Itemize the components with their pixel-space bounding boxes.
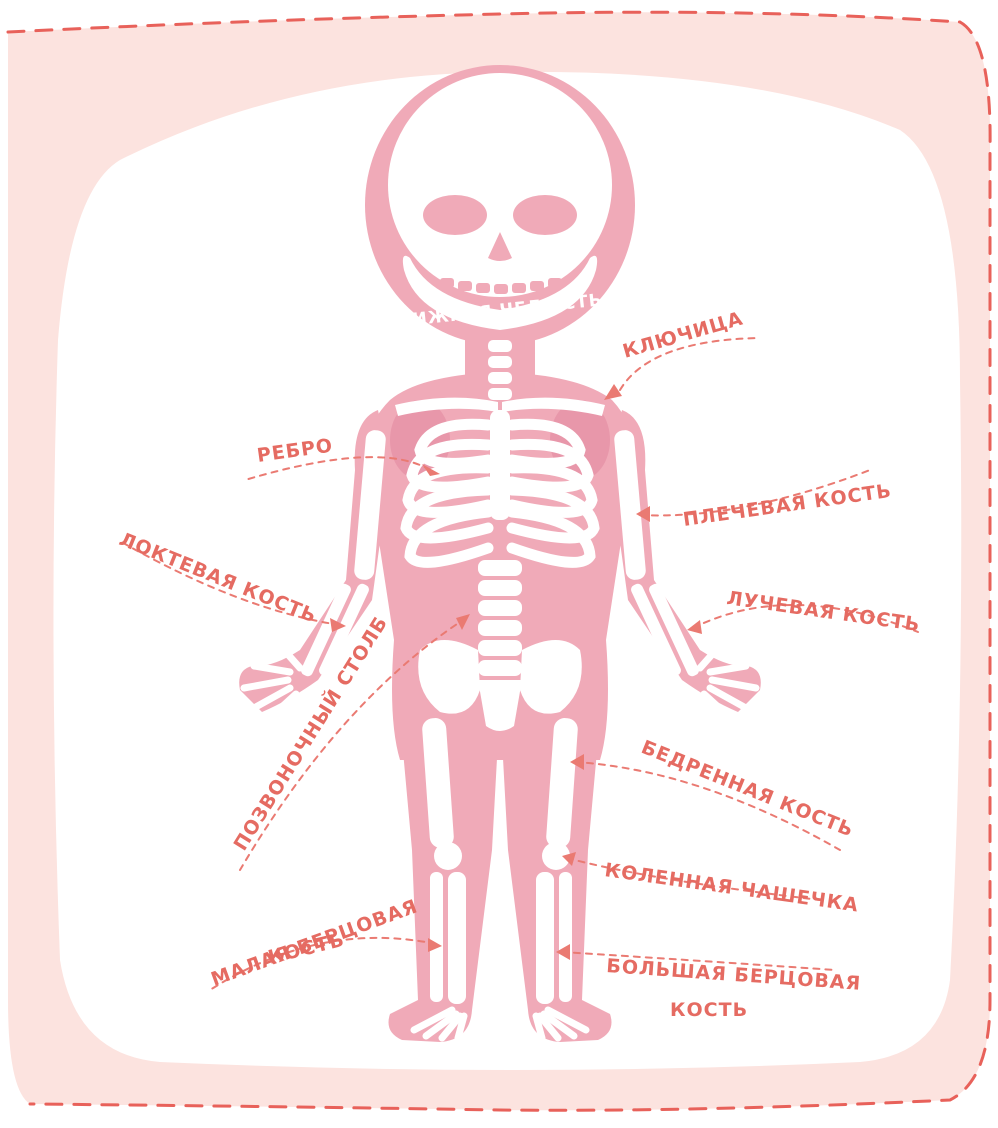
- skull-bone: [388, 73, 612, 297]
- label-skull: ЧЕРЕП: [462, 79, 538, 101]
- eye-socket-right: [513, 195, 577, 235]
- fibula-right: [559, 872, 572, 1002]
- tibia-left: [448, 872, 466, 1004]
- patella-left: [434, 842, 462, 870]
- label-tibia-line2: КОСТЬ: [670, 999, 748, 1021]
- eye-socket-left: [423, 195, 487, 235]
- fibula-left: [430, 872, 443, 1002]
- tibia-right: [536, 872, 554, 1004]
